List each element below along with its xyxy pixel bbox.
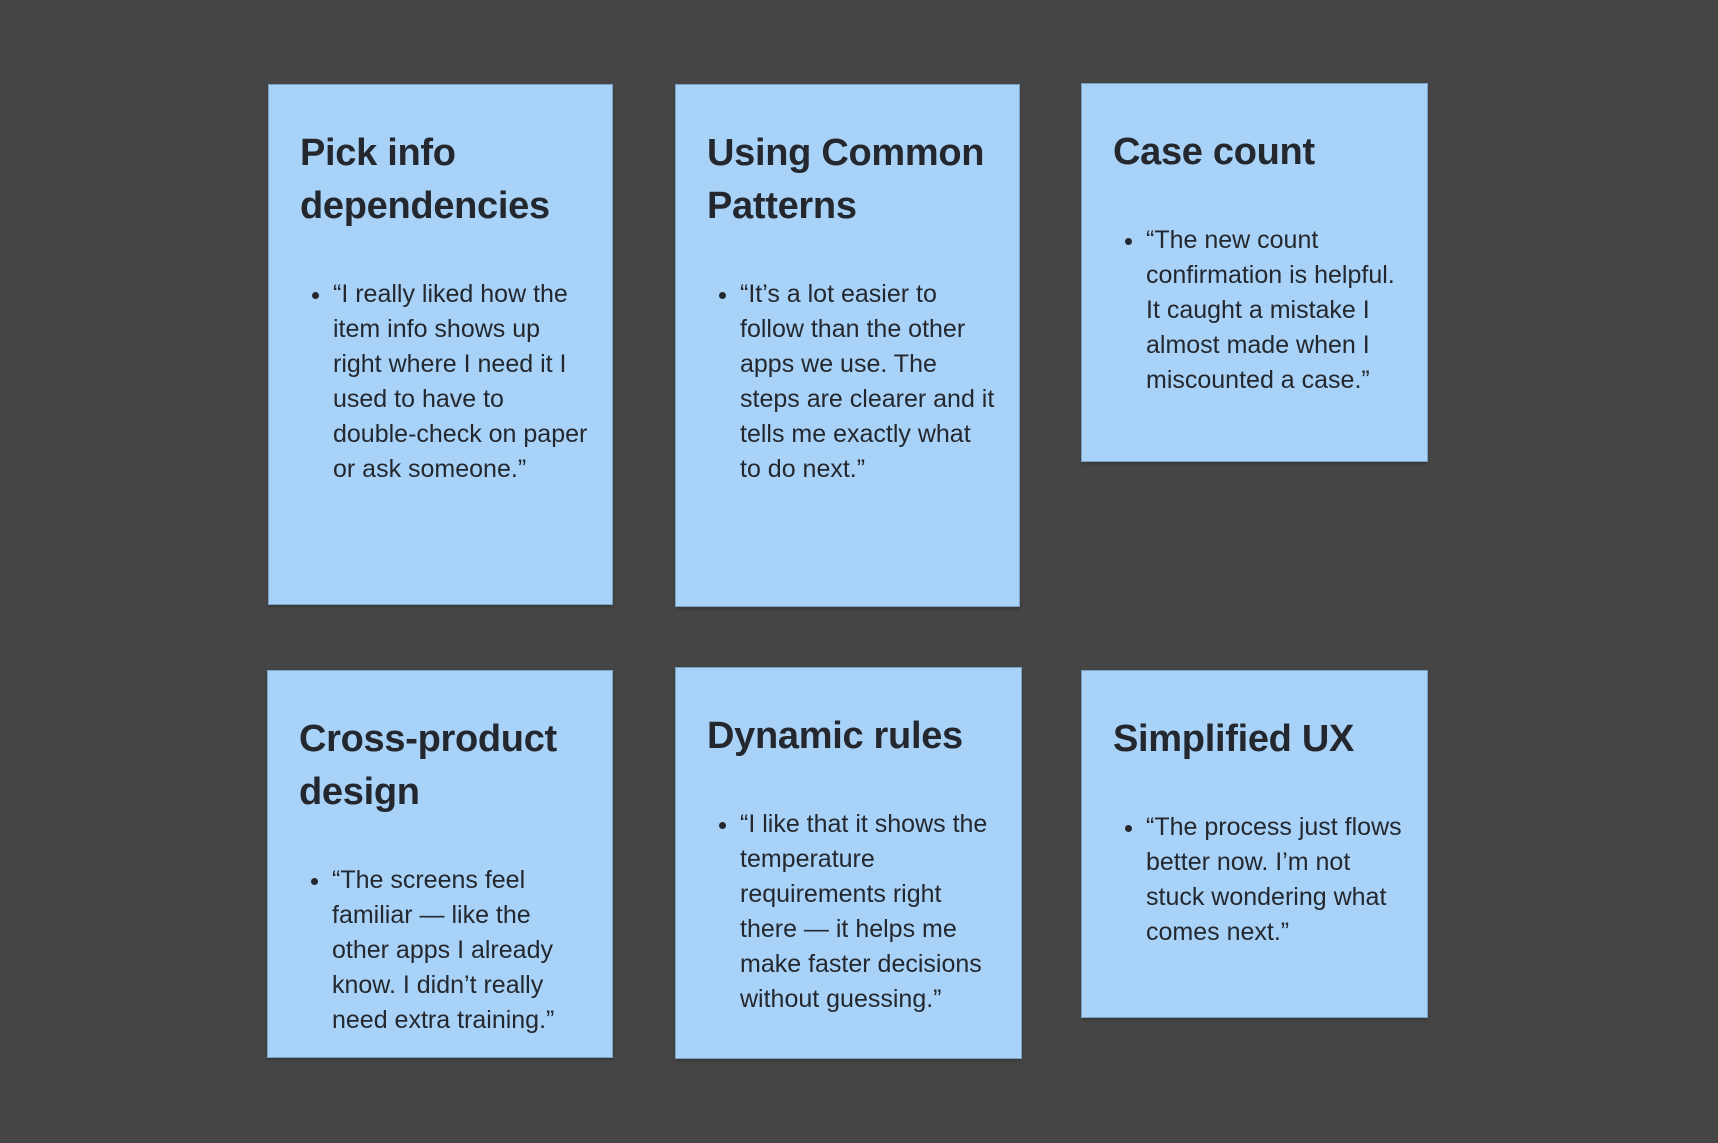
quote-item: “The new count confirmation is helpful. … xyxy=(1146,223,1403,398)
quote-list: “I like that it shows the temperature re… xyxy=(707,807,997,1017)
sticky-note-case-count[interactable]: Case count “The new count confirmation i… xyxy=(1081,83,1428,462)
quote-list: “The new count confirmation is helpful. … xyxy=(1113,223,1403,398)
sticky-note-pick-info-dependencies[interactable]: Pick info dependencies “I really liked h… xyxy=(268,84,613,605)
sticky-note-cross-product-design[interactable]: Cross-product design “The screens feel f… xyxy=(267,670,613,1058)
sticky-note-title: Case count xyxy=(1113,131,1315,173)
quote-list: “The process just flows better now. I’m … xyxy=(1113,810,1403,950)
quote-list: “I really liked how the item info shows … xyxy=(300,277,588,487)
quote-item: “The screens feel familiar — like the ot… xyxy=(332,863,588,1038)
sticky-note-dynamic-rules[interactable]: Dynamic rules “I like that it shows the … xyxy=(675,667,1022,1059)
quote-item: “I like that it shows the temperature re… xyxy=(740,807,997,1017)
quote-item: “The process just flows better now. I’m … xyxy=(1146,810,1403,950)
sticky-note-title: Pick info dependencies xyxy=(300,132,550,227)
quote-list: “It’s a lot easier to follow than the ot… xyxy=(707,277,995,487)
quote-item: “It’s a lot easier to follow than the ot… xyxy=(740,277,995,487)
sticky-note-title: Using Common Patterns xyxy=(707,132,985,227)
sticky-note-title: Dynamic rules xyxy=(707,715,963,757)
sticky-note-title: Simplified UX xyxy=(1113,718,1355,760)
sticky-note-simplified-ux[interactable]: Simplified UX “The process just flows be… xyxy=(1081,670,1428,1018)
quote-list: “The screens feel familiar — like the ot… xyxy=(299,863,588,1038)
sticky-note-title: Cross-product design xyxy=(299,718,557,813)
quote-item: “I really liked how the item info shows … xyxy=(333,277,588,487)
sticky-note-using-common-patterns[interactable]: Using Common Patterns “It’s a lot easier… xyxy=(675,84,1020,607)
